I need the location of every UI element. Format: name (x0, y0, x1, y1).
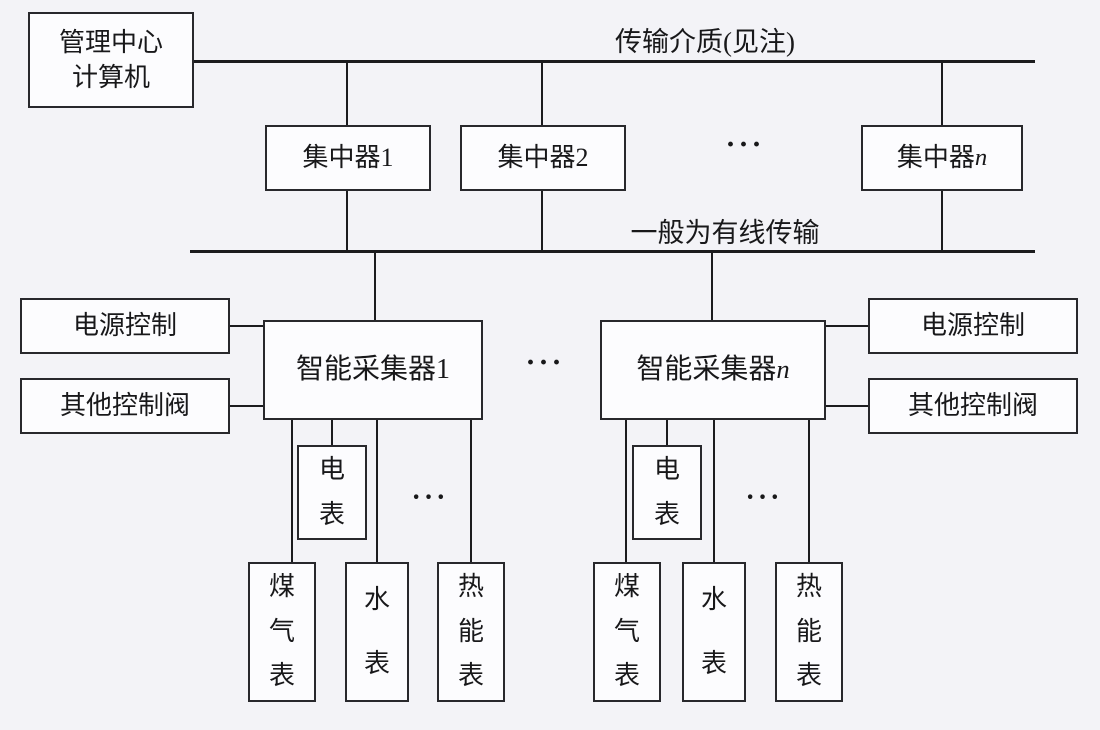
power-control-left-label: 电源控制 (72, 311, 177, 341)
connector-bus1-concentrator-1 (346, 60, 348, 125)
other-valves-left-node: 其他控制阀 (20, 378, 230, 434)
connector-power-left-collector-1 (230, 325, 263, 327)
connector-bus1-concentrator-n (941, 60, 943, 125)
electric-meter-n-node: 电表 (632, 445, 702, 540)
connector-power-right-collector-n (826, 325, 868, 327)
connector-collector-n-gas-meter (625, 420, 627, 562)
water-meter-1-label: 水表 (363, 585, 390, 678)
concentrator-2-node: 集中器2 (460, 125, 626, 191)
connector-bus2-collector-1 (374, 251, 376, 320)
meters-n-ellipsis: ··· (745, 482, 783, 513)
electric-meter-1-label: 电表 (318, 454, 345, 529)
meters-1-ellipsis: ··· (411, 482, 449, 513)
collector-1-node: 智能采集器1 (263, 320, 483, 420)
connector-collector-1-heat-meter (470, 420, 472, 562)
connector-collector-n-heat-meter (808, 420, 810, 562)
connector-valves-left-collector-1 (230, 405, 263, 407)
bus1-line (194, 60, 1035, 63)
connector-collector-n-water-meter (713, 420, 715, 562)
collector-n-label: 智能采集器 (636, 354, 777, 386)
concentrator-n-var: n (974, 144, 988, 172)
bus2-line (190, 250, 1035, 253)
concentrator-ellipsis: ··· (725, 128, 765, 161)
water-meter-n-node: 水表 (682, 562, 746, 702)
management-center-label-line1: 管理中心 (58, 27, 163, 57)
concentrator-1-node: 集中器1 (265, 125, 431, 191)
collector-1-label: 智能采集器1 (295, 354, 450, 386)
power-control-right-node: 电源控制 (868, 298, 1078, 354)
connector-collector-n-electric-meter (666, 420, 668, 445)
heat-meter-1-label: 热能表 (457, 571, 484, 691)
other-valves-left-label: 其他控制阀 (59, 391, 190, 421)
heat-meter-n-label: 热能表 (795, 571, 822, 691)
concentrator-2-label: 集中器2 (497, 143, 589, 173)
management-center-node: 管理中心 计算机 (28, 12, 194, 108)
connector-valves-right-collector-n (826, 405, 868, 407)
electric-meter-1-node: 电表 (297, 445, 367, 540)
bus1-label: 传输介质(见注) (615, 27, 795, 57)
gas-meter-n-label: 煤气表 (613, 571, 640, 691)
concentrator-n-label: 集中器 (896, 143, 975, 173)
water-meter-1-node: 水表 (345, 562, 409, 702)
connector-concentrator-2-bus2 (541, 191, 543, 252)
connector-concentrator-n-bus2 (941, 191, 943, 252)
connector-collector-1-gas-meter (291, 420, 293, 562)
management-center-label-line2: 计算机 (71, 63, 150, 92)
connector-collector-1-electric-meter (331, 420, 333, 445)
power-control-left-node: 电源控制 (20, 298, 230, 354)
bus2-label: 一般为有线传输 (630, 218, 820, 248)
other-valves-right-label: 其他控制阀 (907, 391, 1038, 421)
power-control-right-label: 电源控制 (920, 311, 1025, 341)
connector-collector-1-water-meter (376, 420, 378, 562)
connector-concentrator-1-bus2 (346, 191, 348, 252)
electric-meter-n-label: 电表 (653, 454, 680, 529)
heat-meter-n-node: 热能表 (775, 562, 843, 702)
collector-ellipsis: ··· (525, 346, 565, 379)
connector-bus1-concentrator-2 (541, 60, 543, 125)
other-valves-right-node: 其他控制阀 (868, 378, 1078, 434)
gas-meter-1-node: 煤气表 (248, 562, 316, 702)
connector-bus2-collector-n (711, 251, 713, 320)
water-meter-n-label: 水表 (700, 585, 727, 678)
collector-n-var: n (776, 354, 790, 385)
concentrator-1-label: 集中器1 (302, 143, 394, 173)
gas-meter-n-node: 煤气表 (593, 562, 661, 702)
gas-meter-1-label: 煤气表 (268, 571, 295, 691)
heat-meter-1-node: 热能表 (437, 562, 505, 702)
